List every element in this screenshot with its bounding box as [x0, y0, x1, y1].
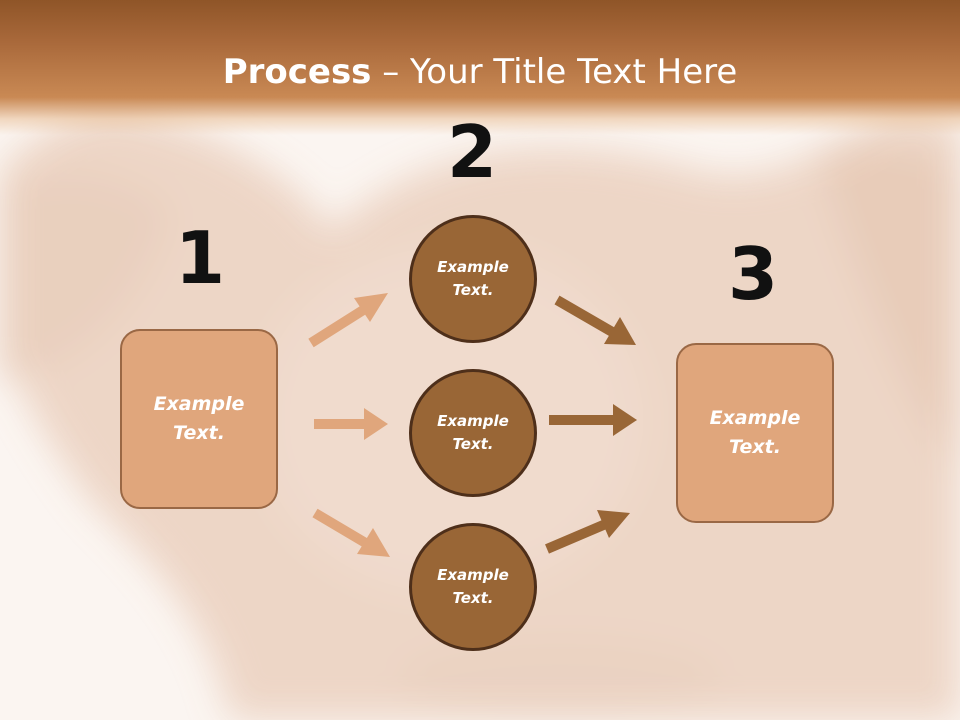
step-1-label: Example Text. [153, 393, 245, 444]
step-number-2: 2 [446, 110, 498, 194]
arrow-top-to-3 [554, 295, 636, 345]
arrow-1-to-middle [314, 408, 388, 440]
step-1-box: Example Text. [120, 329, 278, 509]
circle-middle: Example Text. [409, 369, 537, 497]
title-bold: Process [222, 52, 372, 92]
circle-middle-label: Example Text. [437, 412, 509, 453]
arrow-1-to-top [308, 293, 388, 348]
circle-bottom: Example Text. [409, 523, 537, 651]
circle-top: Example Text. [409, 215, 537, 343]
arrow-middle-to-3 [549, 404, 637, 436]
step-number-1: 1 [174, 216, 226, 300]
arrow-1-to-bottom [312, 508, 390, 557]
step-number-3: 3 [727, 232, 779, 316]
arrow-bottom-to-3 [545, 510, 630, 554]
step-3-box: Example Text. [676, 343, 834, 523]
slide-title: Process – Your Title Text Here [0, 52, 960, 92]
circle-bottom-label: Example Text. [437, 566, 509, 607]
step-3-label: Example Text. [709, 407, 801, 458]
title-rest: – Your Title Text Here [371, 52, 738, 92]
circle-top-label: Example Text. [437, 258, 509, 299]
title-bar [0, 0, 960, 135]
